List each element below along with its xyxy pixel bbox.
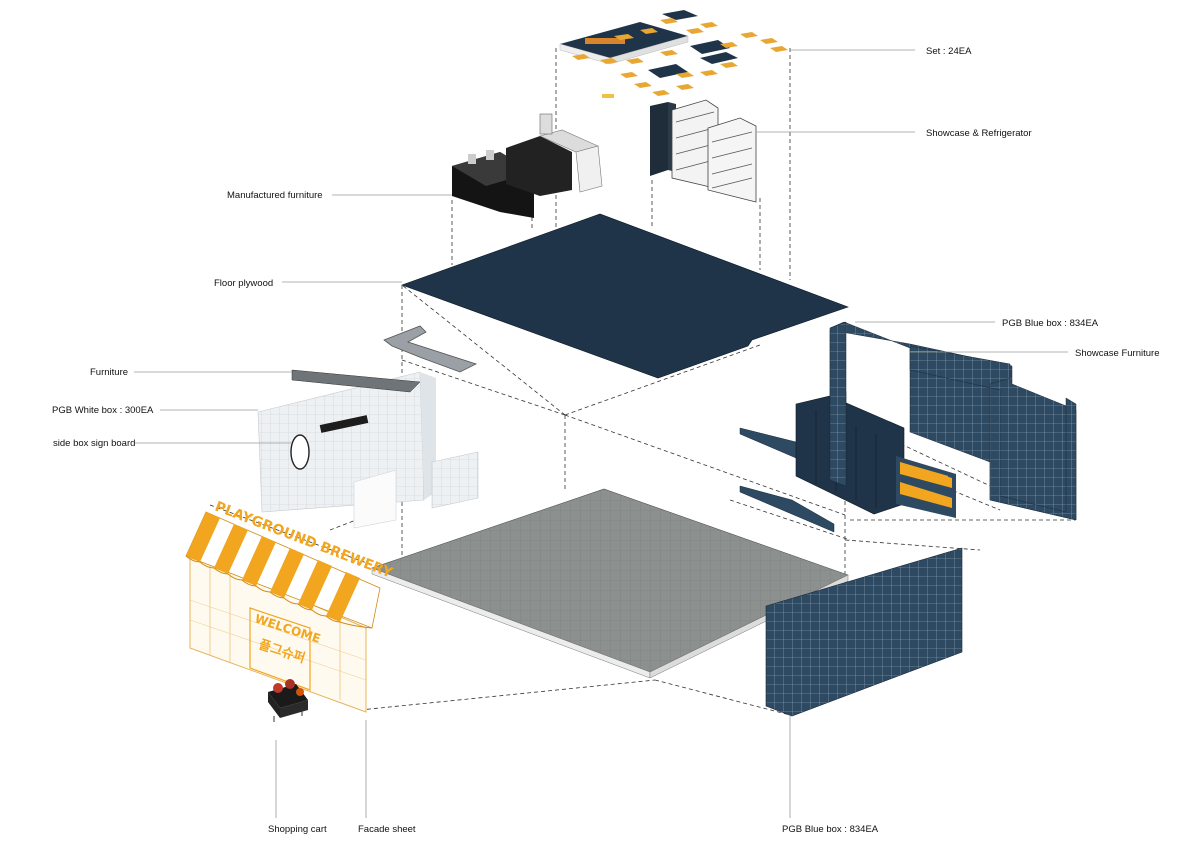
side-box-sign-board [290, 434, 310, 470]
label-showcase-refrigerator: Showcase & Refrigerator [926, 128, 1032, 139]
labels: Set : 24EA Showcase & Refrigerator Manuf… [52, 46, 1159, 835]
label-side-box-sign-board: side box sign board [53, 438, 135, 449]
shopping-cart [268, 679, 308, 722]
label-set: Set : 24EA [926, 46, 972, 57]
blue-box-wall-bottom [765, 547, 963, 717]
label-showcase-furniture: Showcase Furniture [1075, 348, 1159, 359]
blue-box-wall-top [829, 321, 1077, 521]
leader-lines [134, 49, 1068, 818]
label-facade-sheet: Facade sheet [358, 824, 416, 835]
label-pgb-blue-box-bottom: PGB Blue box : 834EA [782, 824, 879, 835]
label-shopping-cart: Shopping cart [268, 824, 327, 835]
showcase-refrigerator [650, 99, 757, 203]
white-box-wall [257, 369, 479, 529]
label-pgb-white-box: PGB White box : 300EA [52, 405, 154, 416]
label-floor-plywood: Floor plywood [214, 278, 273, 289]
manufactured-furniture [452, 113, 603, 218]
awning [185, 511, 381, 629]
floor-plywood [401, 213, 849, 379]
label-furniture: Furniture [90, 367, 128, 378]
label-pgb-blue-box-top: PGB Blue box : 834EA [1002, 318, 1099, 329]
counter-furniture [383, 325, 478, 373]
table-set-cluster [559, 10, 788, 98]
label-manufactured-furniture: Manufactured furniture [227, 190, 323, 201]
showcase-furniture [739, 395, 956, 533]
